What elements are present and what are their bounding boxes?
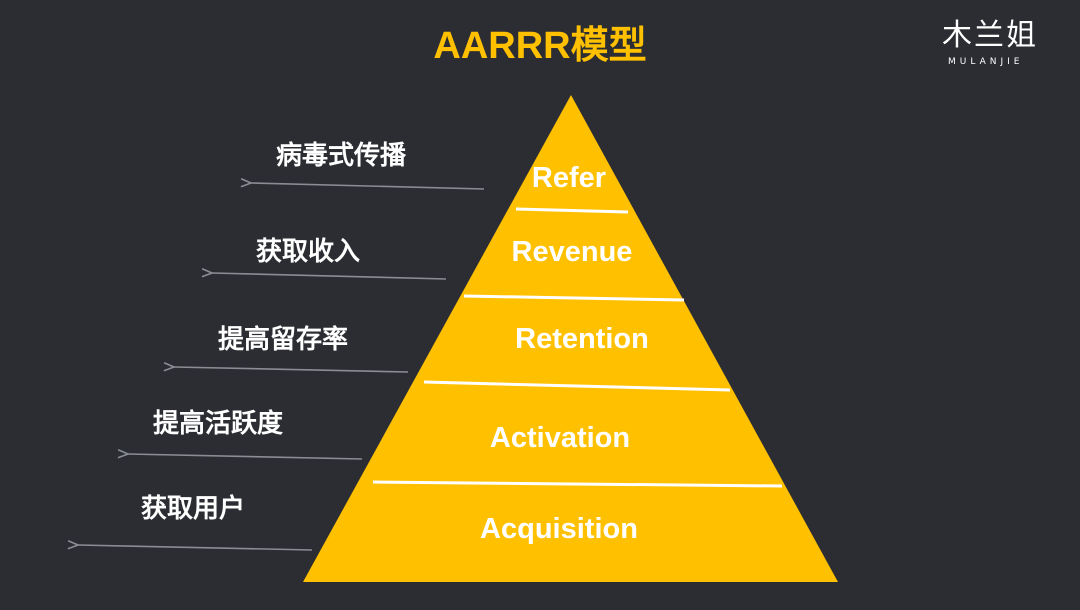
- arrow-revenue: [212, 273, 447, 280]
- brand-logo: 木兰姐 MULANJIE: [942, 18, 1046, 74]
- tier-divider: [372, 480, 783, 488]
- description-acquisition: 获取用户: [141, 493, 245, 524]
- description-retention: 提高留存率: [218, 324, 348, 355]
- description-refer: 病毒式传播: [276, 141, 407, 171]
- arrow-acquisition: [78, 545, 313, 551]
- arrow-retention: [174, 367, 409, 373]
- slide-title: AARRR模型: [433, 25, 647, 67]
- logo-subtext: MULANJIE: [948, 57, 1024, 67]
- tier-label-refer: Refer: [532, 162, 606, 194]
- description-revenue: 获取收入: [256, 237, 360, 267]
- tier-label-revenue: Revenue: [512, 236, 633, 268]
- tier-divider: [463, 294, 685, 302]
- tier-label-acquisition: Acquisition: [480, 513, 638, 545]
- arrow-refer: [251, 183, 485, 190]
- logo-text: 木兰姐: [942, 18, 1038, 53]
- tier-label-retention: Retention: [515, 323, 649, 355]
- pyramid-shape: [303, 95, 838, 582]
- tier-divider: [515, 207, 629, 214]
- tier-label-activation: Activation: [490, 422, 630, 454]
- description-activation: 提高活跃度: [153, 408, 283, 439]
- tier-divider: [423, 380, 731, 392]
- arrow-activation: [128, 454, 363, 460]
